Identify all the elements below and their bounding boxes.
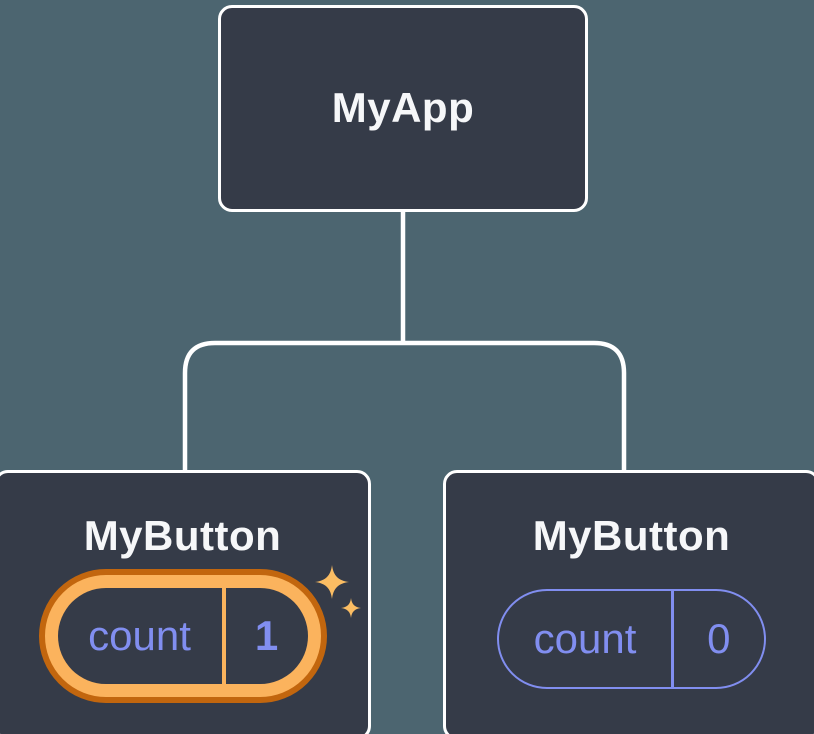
mybutton-1-label: MyButton [83, 512, 282, 559]
mybutton-node-2: MyButton count 0 [443, 470, 814, 734]
myapp-node: MyApp [218, 5, 588, 212]
pill-divider [221, 588, 226, 685]
pill-divider [671, 591, 674, 688]
state-value: 0 [707, 615, 731, 663]
state-pill-body: count 1 [57, 588, 308, 685]
mybutton-node-1: MyButton count 1 [0, 470, 371, 734]
state-pill: count 0 [497, 589, 766, 690]
state-key-label: count [533, 615, 637, 663]
mybutton-2-label: MyButton [532, 512, 731, 559]
state-pill-highlighted: count 1 [38, 569, 327, 704]
state-value: 1 [254, 612, 279, 660]
state-key-label: count [88, 612, 191, 660]
myapp-label: MyApp [331, 84, 475, 132]
